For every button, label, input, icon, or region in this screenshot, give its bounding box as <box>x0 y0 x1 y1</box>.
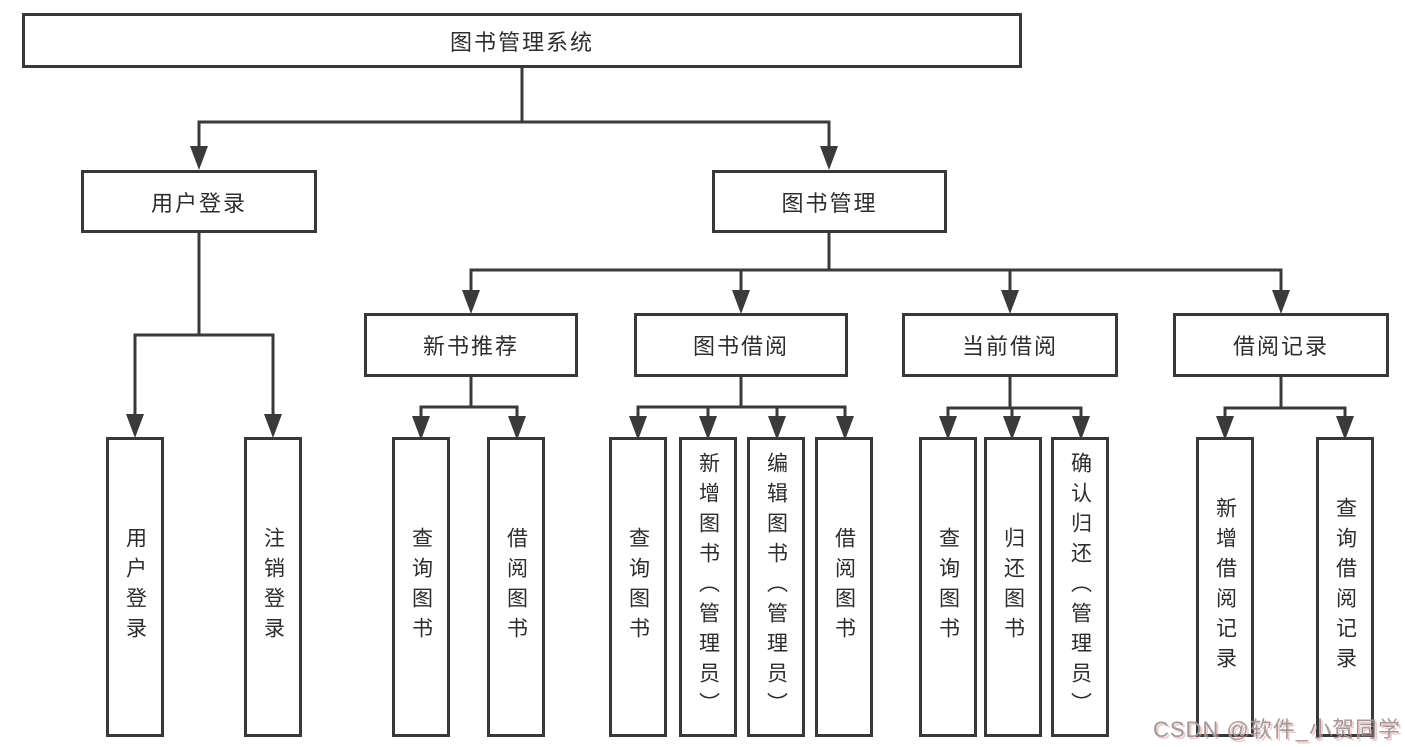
node-user-login-branch: 用户登录 <box>81 170 317 233</box>
leaf-borrow-query-books: 查询图书 <box>609 437 667 737</box>
leaf-return-books-label: 归还图书 <box>1001 527 1025 647</box>
leaf-borrow-borrow-books: 借阅图书 <box>815 437 873 737</box>
leaf-borrow-query-books-label: 查询图书 <box>626 527 650 647</box>
leaf-return-books: 归还图书 <box>984 437 1042 737</box>
leaf-logout-label: 注销登录 <box>261 527 285 647</box>
leaf-confirm-return-admin-label: 确认归还（管理员） <box>1068 452 1092 722</box>
leaf-newbooks-borrow-books: 借阅图书 <box>487 437 545 737</box>
leaf-logout: 注销登录 <box>244 437 302 737</box>
node-new-book-recommend: 新书推荐 <box>364 313 578 377</box>
leaf-add-book-admin: 新增图书（管理员） <box>679 437 737 737</box>
node-book-borrow: 图书借阅 <box>634 313 848 377</box>
leaf-confirm-return-admin: 确认归还（管理员） <box>1051 437 1109 737</box>
watermark: CSDN @软件_小贺同学 <box>1152 717 1401 742</box>
leaf-query-borrow-record-label: 查询借阅记录 <box>1333 497 1357 677</box>
leaf-query-borrow-record: 查询借阅记录 <box>1316 437 1374 737</box>
leaf-user-login-label: 用户登录 <box>123 527 147 647</box>
node-borrow-records: 借阅记录 <box>1173 313 1389 377</box>
leaf-newbooks-query-books-label: 查询图书 <box>409 527 433 647</box>
connector-currentborrow-to-leaves <box>946 375 1083 418</box>
node-book-management-branch: 图书管理 <box>712 170 947 233</box>
leaf-current-query-books: 查询图书 <box>919 437 977 737</box>
node-current-borrow: 当前借阅 <box>902 313 1118 377</box>
connector-bookmgmt-to-sections <box>469 231 1283 293</box>
connector-bookborrow-to-leaves <box>636 375 847 418</box>
leaf-edit-book-admin: 编辑图书（管理员） <box>747 437 805 737</box>
connector-newbooks-to-leaves <box>419 375 519 418</box>
leaf-edit-book-admin-label: 编辑图书（管理员） <box>764 452 788 722</box>
leaf-add-book-admin-label: 新增图书（管理员） <box>696 452 720 722</box>
connector-root-to-level2 <box>197 66 831 152</box>
leaf-borrow-borrow-books-label: 借阅图书 <box>832 527 856 647</box>
leaf-newbooks-borrow-books-label: 借阅图书 <box>504 527 528 647</box>
connector-userlogin-to-leaves <box>133 231 275 416</box>
leaf-add-borrow-record-label: 新增借阅记录 <box>1213 497 1237 677</box>
leaf-add-borrow-record: 新增借阅记录 <box>1196 437 1254 737</box>
leaf-newbooks-query-books: 查询图书 <box>392 437 450 737</box>
leaf-user-login: 用户登录 <box>106 437 164 737</box>
leaf-current-query-books-label: 查询图书 <box>936 527 960 647</box>
connector-borrowrecords-to-leaves <box>1223 375 1347 418</box>
node-root: 图书管理系统 <box>22 13 1022 68</box>
